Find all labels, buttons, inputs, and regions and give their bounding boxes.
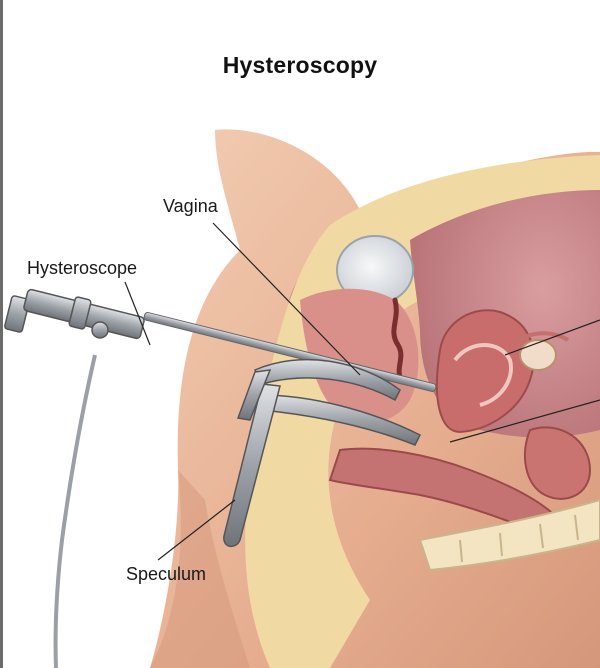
leader-line-uterus [504, 319, 600, 356]
hysteroscope-eyepiece [4, 295, 30, 333]
label-vagina: Vagina [163, 196, 218, 216]
hysteroscope-cable [53, 354, 97, 668]
ovary [519, 339, 557, 371]
hysteroscope-port [91, 321, 109, 339]
thigh-shadow [150, 470, 250, 668]
uterus [435, 309, 535, 434]
leader-line-hysteroscope [124, 281, 151, 346]
fallopian-tube [518, 331, 570, 342]
bowel-loops [524, 426, 592, 500]
speculum-upper-blade [253, 358, 401, 402]
sacrum-segments [459, 514, 579, 563]
vaginal-folds [391, 297, 405, 385]
label-hysteroscope: Hysteroscope [27, 258, 138, 278]
hysteroscope-valve [68, 296, 92, 330]
leader-line-speculum [157, 499, 236, 561]
speculum-thumb-lever [236, 369, 272, 421]
label-speculum: Speculum [126, 564, 207, 584]
fat-layer [245, 155, 600, 668]
speculum-lower-blade [259, 394, 422, 446]
left-frame-border [0, 0, 3, 668]
uterine-cavity [453, 343, 513, 407]
diagram-title: Hysteroscopy [222, 52, 378, 78]
sacrum [418, 498, 600, 572]
leader-line-cervix [449, 399, 600, 443]
leader-line-vagina [212, 222, 361, 376]
speculum-handle [223, 383, 281, 548]
